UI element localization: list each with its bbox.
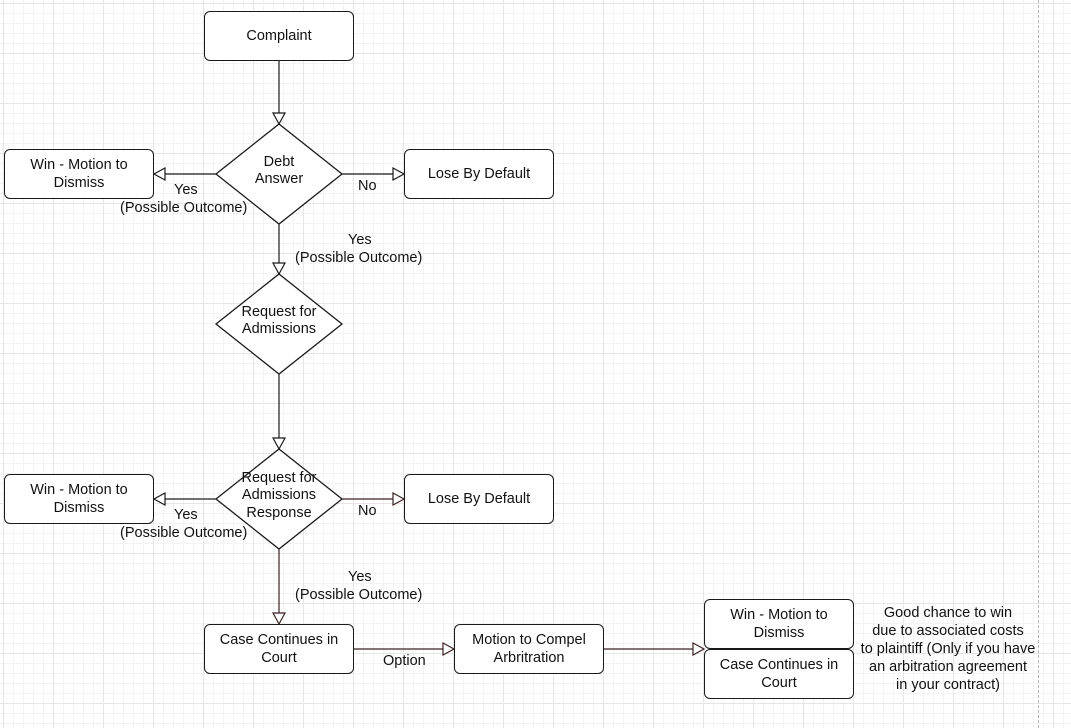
motion-to-compel-arbitration-node[interactable]: Motion to Compel Arbritration [454,624,604,674]
outcome-note-line-3: to plaintiff (Only if you have [860,641,1036,657]
outcome-note-line-5: in your contract) [896,677,1000,693]
win-motion-to-dismiss-node-3[interactable]: Win - Motion to Dismiss [704,599,854,649]
case-continues-in-court-label-2: Case Continues in Court [719,657,839,691]
case-continues-in-court-node-2[interactable]: Case Continues in Court [704,649,854,699]
lose-by-default-label-2: Lose By Default [427,491,531,507]
case-continues-in-court-label: Case Continues in Court [219,632,339,666]
outcome-note: Good chance to win due to associated cos… [858,604,1038,694]
yes-label-down-1: Yes [348,232,372,248]
option-label: Option [383,653,426,669]
page-boundary [1038,0,1039,728]
no-label-right-2: No [358,503,377,519]
possible-outcome-label-down-1: (Possible Outcome) [295,250,423,266]
win-motion-to-dismiss-node-1[interactable]: Win - Motion to Dismiss [4,149,154,199]
lose-by-default-label-1: Lose By Default [427,166,531,182]
win-motion-to-dismiss-label-1: Win - Motion to Dismiss [30,157,128,191]
possible-outcome-label-left-2: (Possible Outcome) [120,525,248,541]
lose-by-default-node-2[interactable]: Lose By Default [404,474,554,524]
win-motion-to-dismiss-node-2[interactable]: Win - Motion to Dismiss [4,474,154,524]
case-continues-in-court-node[interactable]: Case Continues in Court [204,624,354,674]
complaint-node[interactable]: Complaint [204,11,354,61]
win-motion-to-dismiss-label-3: Win - Motion to Dismiss [730,607,828,641]
lose-by-default-node-1[interactable]: Lose By Default [404,149,554,199]
request-admissions-response-label: Request for Admissions Response [241,469,317,521]
no-label-right-1: No [358,178,377,194]
request-admissions-label: Request for Admissions [241,303,317,338]
complaint-label: Complaint [246,28,312,44]
yes-label-down-2: Yes [348,569,372,585]
possible-outcome-label-left-1: (Possible Outcome) [120,200,248,216]
motion-to-compel-arbitration-label: Motion to Compel Arbritration [472,632,586,666]
debt-answer-label: Debt Answer [254,153,304,188]
outcome-note-line-1: Good chance to win [883,605,1013,621]
yes-label-left-2: Yes [174,507,198,523]
possible-outcome-label-down-2: (Possible Outcome) [295,587,423,603]
yes-label-left-1: Yes [174,182,198,198]
outcome-note-line-4: an arbitration agreement [869,659,1027,675]
outcome-note-line-2: due to associated costs [872,623,1024,639]
win-motion-to-dismiss-label-2: Win - Motion to Dismiss [30,482,128,516]
